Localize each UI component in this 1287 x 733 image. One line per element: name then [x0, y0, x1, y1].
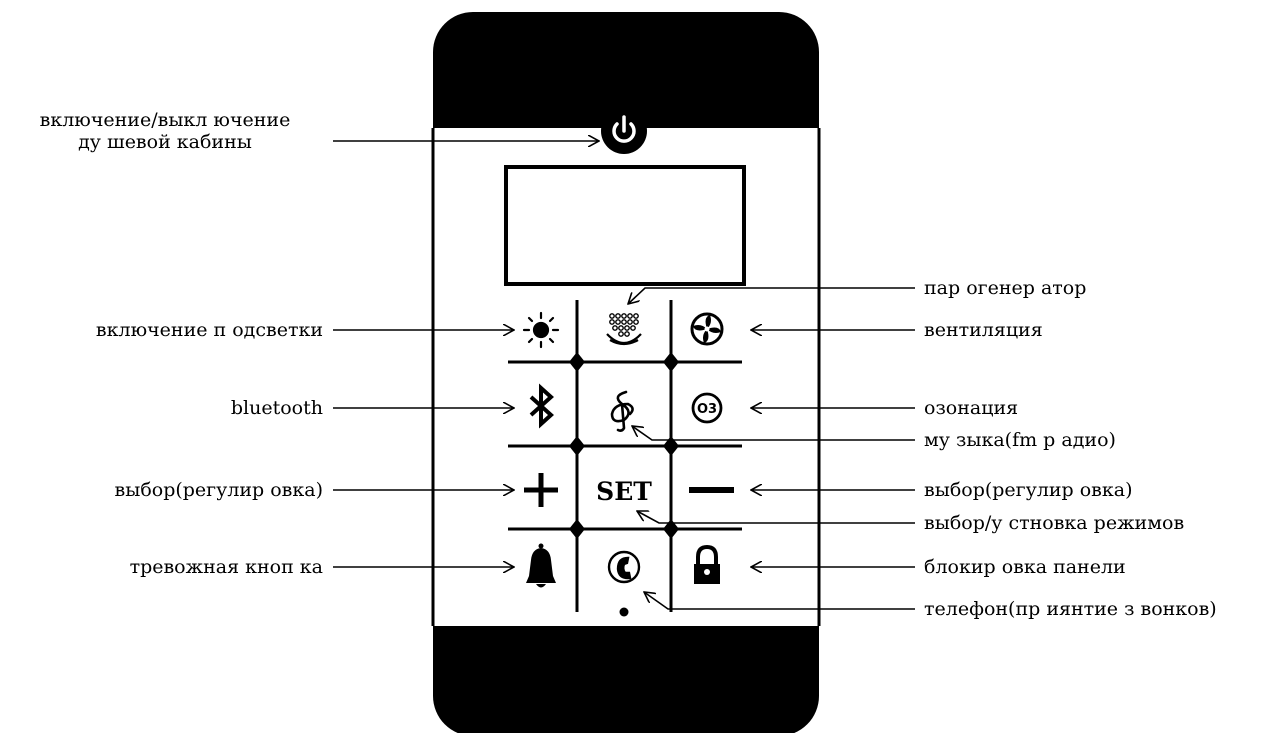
svg-text:O3: O3: [697, 402, 717, 417]
microphone-dot: [619, 607, 629, 617]
label-set-mode: выбор/у стновка режимов: [924, 512, 1185, 534]
label-power-line2: ду шевой кабины: [78, 131, 252, 153]
padlock-icon: [694, 544, 720, 584]
bluetooth-icon: [529, 383, 554, 429]
label-power-line1: включение/выкл ючение: [39, 109, 291, 131]
ozone-button[interactable]: O3: [691, 392, 723, 424]
fan-icon: [690, 312, 724, 346]
label-select-left: выбор(регулир овка): [114, 479, 324, 501]
bell-icon: [526, 543, 556, 588]
alarm-button[interactable]: [526, 543, 556, 588]
power-button[interactable]: [601, 108, 647, 154]
label-alarm: тревожная кноп ка: [129, 556, 323, 578]
light-button[interactable]: [522, 311, 560, 349]
fan-button[interactable]: [690, 312, 724, 346]
phone-button[interactable]: [607, 550, 641, 617]
set-label: SET: [596, 477, 652, 506]
callout-arrows: [333, 141, 915, 610]
plus-button[interactable]: [524, 473, 558, 507]
light-bulb-icon: [522, 311, 560, 349]
label-fan: вентиляция: [924, 319, 1043, 341]
plus-icon: [524, 473, 558, 507]
label-phone: телефон(пр иянтие з вонков): [924, 598, 1217, 620]
label-light: включение п одсветки: [95, 319, 323, 341]
bluetooth-button[interactable]: [529, 383, 554, 429]
label-power: включение/выкл ючение ду шевой кабины: [0, 109, 330, 153]
label-steam: пар огенер атор: [924, 277, 1087, 299]
grid-junctions: [569, 352, 679, 539]
lock-button[interactable]: [694, 544, 720, 584]
label-ozone: озонация: [924, 397, 1019, 419]
power-icon: [612, 115, 636, 143]
music-button[interactable]: [610, 390, 634, 432]
ozone-o3-icon: O3: [691, 392, 723, 424]
steam-generator-icon: [606, 313, 642, 346]
label-bluetooth: bluetooth: [230, 397, 323, 419]
steam-button[interactable]: [606, 313, 642, 346]
label-music: му зыка(fm р адио): [924, 429, 1116, 451]
phone-handset-icon: [607, 550, 641, 584]
label-select-right: выбор(регулир овка): [924, 479, 1133, 501]
treble-clef-icon: [610, 390, 634, 432]
display-screen: [504, 165, 746, 286]
label-lock: блокир овка панели: [924, 556, 1126, 578]
set-button[interactable]: SET: [596, 477, 652, 506]
